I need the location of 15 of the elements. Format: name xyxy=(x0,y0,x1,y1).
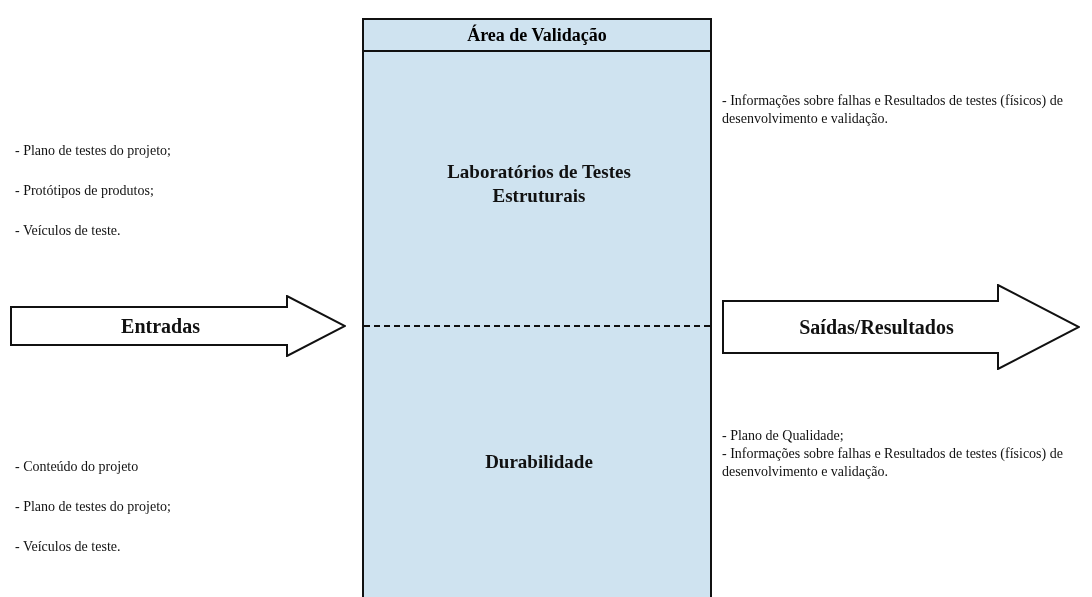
list-item-text: - Veículos de teste. xyxy=(15,222,122,240)
list-item-text: - Plano de Qualidade; xyxy=(722,427,845,445)
block-arrow: Saídas/Resultados xyxy=(722,284,1080,370)
list-item-text: - Veículos de teste. xyxy=(15,538,122,556)
block-arrow: Entradas xyxy=(10,295,346,357)
list-item-text: - Plano de testes do projeto; xyxy=(15,498,172,516)
section-label: Laboratórios de Testes Estruturais xyxy=(404,160,674,208)
list-item-text: - Informações sobre falhas e Resultados de testes (físicos) de desenvolvimento e validação. xyxy=(722,92,1064,128)
list-item-text: - Informações sobre falhas e Resultados de testes (físicos) de desenvolvimento e validação. xyxy=(722,445,1064,481)
validation-area-box xyxy=(362,18,712,597)
list-item-text: - Plano de testes do projeto; xyxy=(15,142,172,160)
list-item-text: - Protótipos de produtos; xyxy=(15,182,155,200)
box-title: Área de Validação xyxy=(364,20,710,52)
section-label: Durabilidade xyxy=(404,450,674,474)
list-item-text: - Conteúdo do projeto xyxy=(15,458,140,476)
